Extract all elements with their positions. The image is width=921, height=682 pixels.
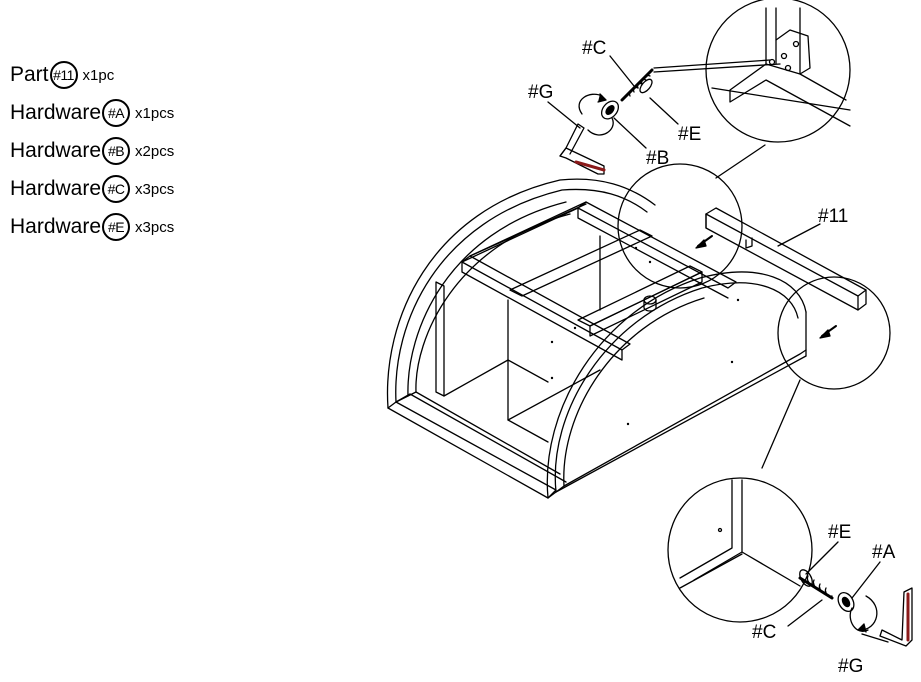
hardware-quantity: x1pcs bbox=[135, 104, 175, 122]
hardware-quantity: x3pcs bbox=[135, 218, 175, 236]
callout-bottom-e: #E bbox=[828, 522, 851, 543]
callout-bottom-c: #C bbox=[752, 622, 776, 643]
callout-top-b: #B bbox=[646, 148, 669, 169]
callout-part-11: #11 bbox=[818, 206, 848, 227]
detail-circle-top-connection bbox=[617, 144, 891, 469]
callout-top-c: #C bbox=[582, 38, 606, 59]
parts-list: Part #11 x1pc Hardware #A x1pcs Hardware… bbox=[10, 56, 174, 246]
hardware-label: Hardware bbox=[10, 215, 102, 238]
callout-bottom-g: #G bbox=[838, 656, 863, 677]
cabinet-frame bbox=[386, 178, 867, 499]
callout-leaders bbox=[547, 55, 889, 643]
hardware-quantity: x2pcs bbox=[135, 142, 175, 160]
hardware-label: Hardware bbox=[10, 139, 102, 162]
part-quantity: x1pc bbox=[82, 66, 115, 84]
parts-list-row-hardware-b: Hardware #B x2pcs bbox=[10, 132, 174, 170]
bottom-hardware-assembly bbox=[798, 569, 913, 647]
magnified-view-top bbox=[705, 0, 851, 143]
callout-top-g: #G bbox=[528, 82, 553, 103]
parts-list-row-hardware-a: Hardware #A x1pcs bbox=[10, 94, 174, 132]
hardware-code-badge: #E bbox=[102, 213, 131, 241]
parts-list-row-part-11: Part #11 x1pc bbox=[10, 56, 174, 94]
part-code-badge: #11 bbox=[49, 61, 78, 89]
hardware-label: Hardware bbox=[10, 177, 102, 200]
hardware-quantity: x3pcs bbox=[135, 180, 175, 198]
screw-holes bbox=[550, 246, 740, 426]
parts-list-row-hardware-c: Hardware #C x3pcs bbox=[10, 170, 174, 208]
callout-bottom-a: #A bbox=[872, 542, 896, 563]
direction-arrows bbox=[695, 235, 837, 339]
part-label: Part bbox=[10, 63, 49, 86]
hardware-code-badge: #C bbox=[102, 175, 131, 203]
hardware-label: Hardware bbox=[10, 101, 102, 124]
hardware-code-badge: #A bbox=[102, 99, 131, 127]
top-hardware-assembly bbox=[559, 59, 781, 175]
callout-top-e: #E bbox=[678, 124, 701, 145]
magnified-view-bottom bbox=[667, 477, 813, 623]
hardware-code-badge: #B bbox=[102, 137, 131, 165]
parts-list-row-hardware-e: Hardware #E x3pcs bbox=[10, 208, 174, 246]
